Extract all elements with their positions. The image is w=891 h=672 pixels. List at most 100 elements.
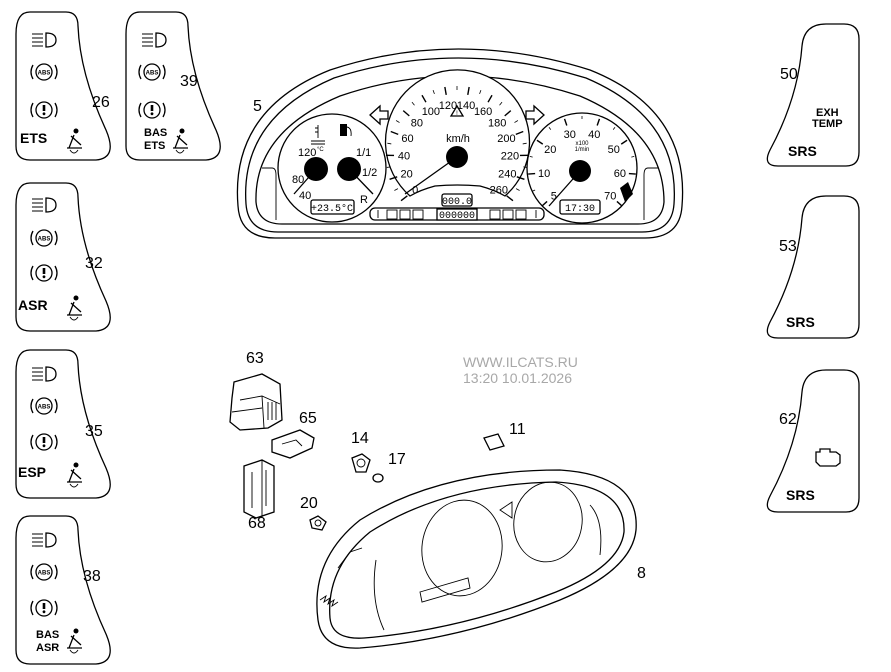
gauge-tick [499,101,503,106]
callout-38[interactable]: 38 [83,568,101,585]
callout-17[interactable]: 17 [388,451,406,468]
gauge-tick [620,139,628,145]
tachometer-label-40: 40 [588,129,600,141]
callout-62[interactable]: 62 [779,411,797,428]
seatbelt-icon [66,461,83,488]
gauge-tick [541,200,548,207]
panel-text-line2: ETS [144,140,165,152]
trip-display: 000.0 [442,197,472,208]
speedometer-label-20: 20 [401,169,413,181]
gauge-tick [400,195,408,202]
gauge-tick [506,195,514,202]
gauge-tick [548,127,552,130]
bulb-holder-20 [309,515,327,531]
warning-panel-35: ESP [15,349,111,499]
panel-text-line1: BAS [36,629,59,641]
socket-68 [243,459,275,519]
engine-check-icon [815,448,841,467]
panel-text-line1: BAS [144,127,167,139]
gauge-tick [528,172,536,175]
gauge-tick [395,120,400,123]
callout-63[interactable]: 63 [246,350,264,367]
abs-warning-icon [30,229,58,247]
gauge-tick [389,176,398,180]
panel-text: ESP [18,464,46,480]
panel-text: ASR [18,297,48,313]
speedometer-unit: km/h [446,133,470,145]
tachometer-label-30: 30 [564,129,576,141]
speedometer-label-260: 260 [490,185,508,197]
speedometer-label-120: 120 [439,100,457,112]
callout-65[interactable]: 65 [299,410,317,427]
bulb-holder-14 [351,453,371,473]
warning-panel-32: ASR [15,182,111,332]
odometer-display: 000000 [439,211,475,222]
speedometer-label-140: 140 [457,100,475,112]
tachometer-ticks [528,116,636,207]
gauge-tick [532,189,536,192]
seatbelt-icon [66,627,83,654]
warning-panel-53: SRS [766,195,860,339]
connector-63 [229,373,283,431]
srs-text: SRS [786,314,815,330]
gauge-tick [479,90,482,95]
tachometer-label-70: 70 [604,190,616,202]
headlamp-icon [141,32,167,48]
speedometer-label-100: 100 [422,106,440,118]
headlamp-icon [31,197,57,213]
temp-label-80: 80 [292,174,304,186]
gauge-tick [421,94,427,103]
speedometer-label-0: 0 [412,185,418,197]
gauge-tick [515,188,520,191]
gauge-tick [529,156,533,158]
gauge-tick [504,110,512,117]
panel-text-line1: EXH [816,107,839,119]
callout-11[interactable]: 11 [509,421,526,438]
gauge-tick [411,101,415,106]
callout-50[interactable]: 50 [780,66,798,83]
callout-20[interactable]: 20 [300,495,318,512]
brake-warning-icon [30,433,58,451]
callout-8[interactable]: 8 [637,565,646,582]
seatbelt-icon [66,127,83,154]
gauge-tick [536,139,544,145]
instrument-cluster-5: 120 °C 80 40 1/1 1/2 R +23.5°C 020406080… [236,48,684,239]
temp-label-120: 120 [298,147,316,159]
tachometer-unit-2: 1/min [575,147,590,153]
gauge-tick [432,90,435,95]
gauge-tick [514,120,519,123]
abs-warning-icon [138,63,166,81]
gauge-tick [515,130,524,135]
callout-35[interactable]: 35 [85,423,103,440]
speedometer-label-60: 60 [401,133,413,145]
callout-68[interactable]: 68 [248,515,266,532]
watermark-site: WWW.ILCATS.RU [463,354,578,370]
callout-26[interactable]: 26 [92,94,110,111]
abs-warning-icon [30,63,58,81]
bulb-17 [372,473,384,483]
panel-text: ETS [20,130,47,146]
callout-39[interactable]: 39 [180,73,198,90]
callout-53[interactable]: 53 [779,238,797,255]
callout-5[interactable]: 5 [253,98,262,115]
srs-text: SRS [788,143,817,159]
speedometer-label-40: 40 [398,151,410,163]
gauge-tick [444,86,447,96]
headlamp-icon [31,366,57,382]
tachometer-label-50: 50 [608,144,620,156]
speedometer-label-240: 240 [498,169,516,181]
tachometer-label-60: 60 [614,168,626,180]
callout-14[interactable]: 14 [351,430,369,447]
speedometer-label-220: 220 [501,151,519,163]
tachometer-unit-1: x100 [575,141,589,147]
tachometer-label-10: 10 [538,168,550,180]
gauge-tick [612,127,616,130]
tachometer-label-20: 20 [544,144,556,156]
callout-32[interactable]: 32 [85,255,103,272]
warning-panel-62: SRS [766,369,860,513]
spring-clip-11 [483,433,505,451]
brake-warning-icon [138,101,166,119]
gauge-tick [467,86,470,96]
headlamp-icon [31,32,57,48]
